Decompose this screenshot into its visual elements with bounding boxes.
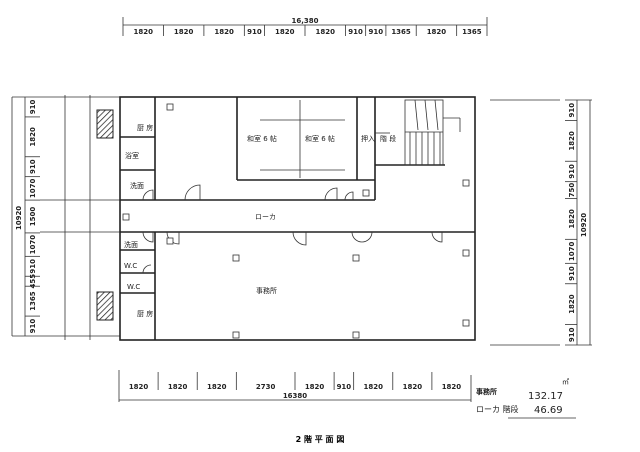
dimension-segment: 910 — [568, 327, 576, 342]
dimension-segment: 910 — [29, 319, 37, 334]
right-dimension: 10920 910 1820 910 750 1820 1070 910 1820 910 — [565, 99, 592, 346]
dimension-segment: 1820 — [568, 294, 576, 314]
dimension-segment: 1820 — [568, 209, 576, 229]
room-kitchen-bottom: 厨 房 — [137, 309, 153, 318]
top-dimension: 16,380 1820 1820 1820 910 1820 1820 910 910 1365… — [122, 17, 488, 36]
room-wc-1: W.C — [124, 262, 137, 270]
chimney-bottom — [96, 291, 114, 321]
doors — [142, 184, 443, 274]
dimension-segment: 1820 — [207, 383, 227, 391]
dimension-segment: 910 — [568, 103, 576, 118]
area-unit: ㎡ — [562, 378, 569, 386]
room-bath: 浴室 — [125, 151, 139, 160]
chimney-top — [96, 109, 114, 139]
dimension-segment: 910 — [29, 259, 37, 274]
site-lines — [40, 95, 560, 346]
room-washitsu-1: 和室 6 帖 — [247, 134, 277, 143]
room-wash-top: 洗面 — [130, 181, 144, 190]
dimension-segment: 910 — [348, 28, 363, 36]
room-kitchen-top: 厨 房 — [137, 123, 153, 132]
bottom-total-dimension: 16380 — [283, 392, 307, 400]
dimension-segment: 910 — [247, 28, 262, 36]
dimension-segment: 1820 — [442, 383, 462, 391]
room-wc-2: W.C — [127, 283, 140, 291]
dimension-segment: 1500 — [29, 207, 37, 227]
dimension-segment: 2730 — [256, 383, 276, 391]
dimension-segment: 1820 — [363, 383, 383, 391]
dimension-segment: 910 — [29, 100, 37, 115]
dimension-segment: 1070 — [29, 235, 37, 255]
dimension-segment: 1820 — [315, 28, 335, 36]
room-corridor: ローカ — [255, 213, 276, 221]
top-total-dimension: 16,380 — [291, 17, 318, 25]
dimension-segment: 1820 — [214, 28, 234, 36]
dimension-segment: 750 — [568, 183, 576, 198]
office-area-label: 事務所 — [476, 387, 497, 396]
dimension-segment: 1070 — [568, 241, 576, 261]
dimension-segment: 1820 — [29, 127, 37, 147]
dimension-segment: 1820 — [568, 131, 576, 151]
dimension-segment: 910 — [29, 159, 37, 174]
dimension-segment: 1820 — [427, 28, 447, 36]
dimension-segment: 1820 — [133, 28, 153, 36]
corridor-area-value: 46.69 — [534, 405, 563, 416]
room-washitsu-2: 和室 6 帖 — [305, 134, 335, 143]
columns — [122, 103, 470, 339]
dimension-segment: 1820 — [168, 383, 188, 391]
dimension-segment: 910 — [568, 164, 576, 179]
corridor-area-label: ローカ 階段 — [476, 404, 519, 414]
left-total-dimension: 10920 — [15, 206, 23, 230]
room-closet: 押入 — [361, 134, 375, 143]
dimension-segment: 1820 — [275, 28, 295, 36]
area-table: ㎡ 事務所 132.17 ローカ 階段 46.69 — [476, 378, 576, 419]
dimension-segment: 1365 — [462, 28, 482, 36]
room-stairs: 階 段 — [380, 134, 396, 143]
office-area-value: 132.17 — [528, 391, 563, 402]
right-total-dimension: 10920 — [580, 213, 588, 237]
dimension-segment: 455 — [29, 274, 37, 289]
bottom-dimension: 16380 1820 1820 1820 2730 1820 910 1820 1820 182… — [118, 370, 472, 402]
dimension-segment: 1070 — [29, 179, 37, 199]
room-office: 事務所 — [256, 286, 277, 295]
dimension-segment: 1365 — [391, 28, 411, 36]
dimension-segment: 1820 — [174, 28, 194, 36]
drawing-title: 2 階 平 面 図 — [296, 434, 345, 444]
room-wash-bottom: 洗面 — [124, 240, 138, 249]
staircase — [404, 99, 461, 166]
dimension-segment: 1820 — [403, 383, 423, 391]
dimension-segment: 1820 — [305, 383, 325, 391]
dimension-segment: 910 — [568, 266, 576, 281]
left-dimension: 10920 9101820910107015001070910455136591… — [11, 96, 40, 337]
dimension-segment: 910 — [368, 28, 383, 36]
dimension-segment: 910 — [337, 383, 352, 391]
dimension-segment: 1365 — [29, 291, 37, 311]
dimension-segment: 1820 — [129, 383, 149, 391]
